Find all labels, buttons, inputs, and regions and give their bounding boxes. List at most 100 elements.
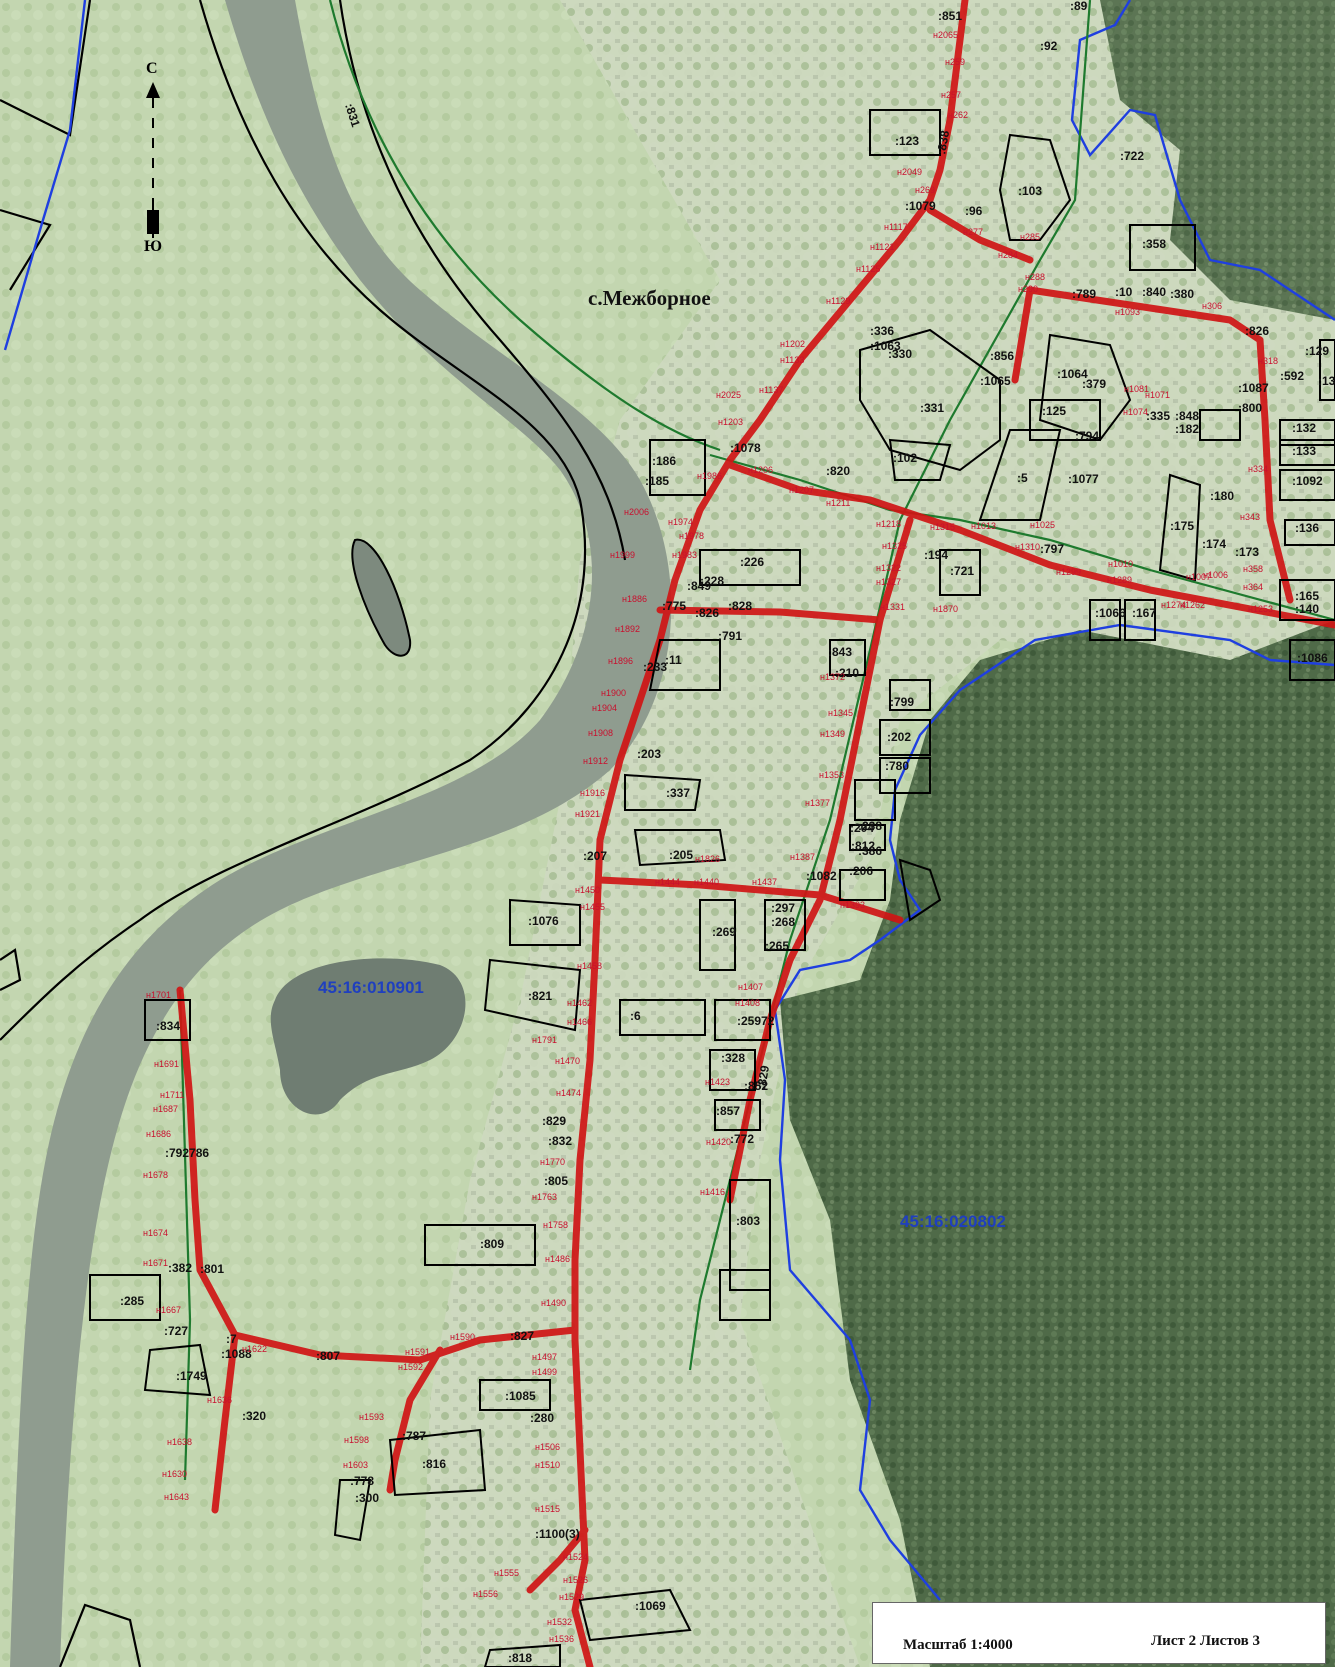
south-bar-icon (147, 210, 159, 234)
compass-line (152, 88, 154, 238)
parcel-label: :848 (1175, 409, 1199, 423)
parcel-label: :1087 (1238, 381, 1269, 395)
parcel-label: :297 (771, 901, 795, 915)
node-label: н1262 (1180, 600, 1205, 610)
parcel-label: :772 (730, 1132, 754, 1146)
road-mid-n (726, 516, 914, 1204)
node-label: н1081 (1124, 384, 1149, 394)
parcel-label: :1088 (221, 1347, 252, 1361)
parcel-label: :778 (350, 1474, 374, 1488)
node-label: н1622 (242, 1344, 267, 1354)
node-label: н1450 (575, 885, 600, 895)
node-label: н1455 (580, 902, 605, 912)
node-label: н318 (1258, 356, 1278, 366)
parcel-label: :136 (1295, 521, 1319, 535)
legend-box: Масштаб 1:4000 Лист 2 Листов 3 (872, 1602, 1326, 1664)
node-label: н1497 (532, 1352, 557, 1362)
parcel-label: :1086 (1297, 651, 1328, 665)
node-label: н1671 (143, 1258, 168, 1268)
node-label: н1638 (167, 1437, 192, 1447)
parcel-label: :206 (849, 864, 873, 878)
node-label: н2006 (624, 507, 649, 517)
node-label: н1218 (876, 519, 901, 529)
node-label: н1423 (705, 1077, 730, 1087)
node-label: н284 (998, 250, 1018, 260)
parcel-label: :727 (164, 1324, 188, 1338)
node-label: н1129 (826, 296, 850, 306)
parcel-label: :821 (528, 989, 552, 1003)
road-main-north (596, 0, 969, 844)
node-label: н1349 (820, 729, 845, 739)
parcel-label: :812 (851, 839, 875, 853)
parcel-label: :852 (744, 1079, 768, 1093)
parcel-label: :826 (695, 606, 719, 620)
node-label: н1674 (143, 1228, 168, 1238)
parcel-label: :11 (665, 653, 682, 667)
node-label: н1310 (1015, 542, 1040, 552)
parcel-label: :210 (835, 666, 859, 680)
node-label: н1555 (494, 1568, 519, 1578)
parcel-label: :335 (1146, 409, 1170, 423)
node-label: н1125 (856, 264, 880, 274)
parcel-label: :1749 (176, 1369, 207, 1383)
parcel-label: :386 (858, 844, 882, 858)
node-label: н1630 (162, 1469, 187, 1479)
node-label: н1667 (156, 1305, 181, 1315)
parcel-outlines (89, 109, 1335, 1667)
node-label: н1912 (583, 756, 608, 766)
parcel-label: :233 (643, 660, 667, 674)
parcel-label: :129 (1305, 344, 1329, 358)
parcel-label: :130 (1318, 374, 1335, 388)
node-label: н1999 (610, 550, 635, 560)
parcel-label: :834 (156, 1019, 180, 1033)
lake (270, 958, 466, 1115)
parcel-label: :226 (740, 555, 764, 569)
parcel-label: :207 (583, 849, 607, 863)
node-label: н1206 (748, 465, 773, 475)
parcel-label: :803 (736, 1214, 760, 1228)
pond (351, 538, 412, 657)
node-label: н1678 (143, 1170, 168, 1180)
node-label: н1121 (870, 242, 894, 252)
node-label: н1211 (826, 498, 850, 508)
parcel-label: :807 (316, 1349, 340, 1363)
parcel-label: :269 (712, 925, 736, 939)
node-label: н1603 (343, 1460, 368, 1470)
parcel-label: :856 (990, 349, 1014, 363)
node-label: н290 (1018, 284, 1038, 294)
node-label: н1462 (567, 998, 592, 1008)
parcel-label: :358 (1142, 237, 1166, 251)
compass: С Ю (138, 60, 178, 260)
node-label: н1074 (1123, 407, 1148, 417)
road-label: :829 (754, 1064, 772, 1090)
node-label: н1921 (575, 809, 600, 819)
node-label: н1407 (738, 982, 763, 992)
node-label: н1711 (160, 1090, 184, 1100)
node-label: н1408 (735, 998, 760, 1008)
node-label: н1437 (752, 877, 777, 887)
node-label: н1916 (580, 788, 605, 798)
road-east-3 (1011, 286, 1034, 384)
node-label: н262 (948, 110, 968, 120)
parcel-label: :797 (1040, 542, 1064, 556)
road-west-south (211, 1331, 239, 1514)
node-label: н1886 (622, 594, 647, 604)
parcel-label: :268 (771, 915, 795, 929)
parcel-label: :818 (508, 1651, 532, 1665)
parcel-label: :173 (1235, 545, 1259, 559)
node-label: н1636 (207, 1395, 232, 1405)
compass-north-label: С (146, 60, 158, 77)
forest-top-right (1100, 0, 1335, 320)
parcel-label: :182 (1175, 422, 1199, 436)
node-label: н1974 (668, 517, 693, 527)
parcel-label: :805 (544, 1174, 568, 1188)
node-label: н343 (1240, 512, 1260, 522)
road-east-1 (926, 206, 1034, 264)
node-label: н1701 (146, 990, 171, 1000)
node-label: н1416 (700, 1187, 725, 1197)
parcel-label: :92 (1040, 39, 1058, 53)
parcel-label: :800 (1238, 401, 1262, 415)
node-label: н1440 (694, 877, 719, 887)
